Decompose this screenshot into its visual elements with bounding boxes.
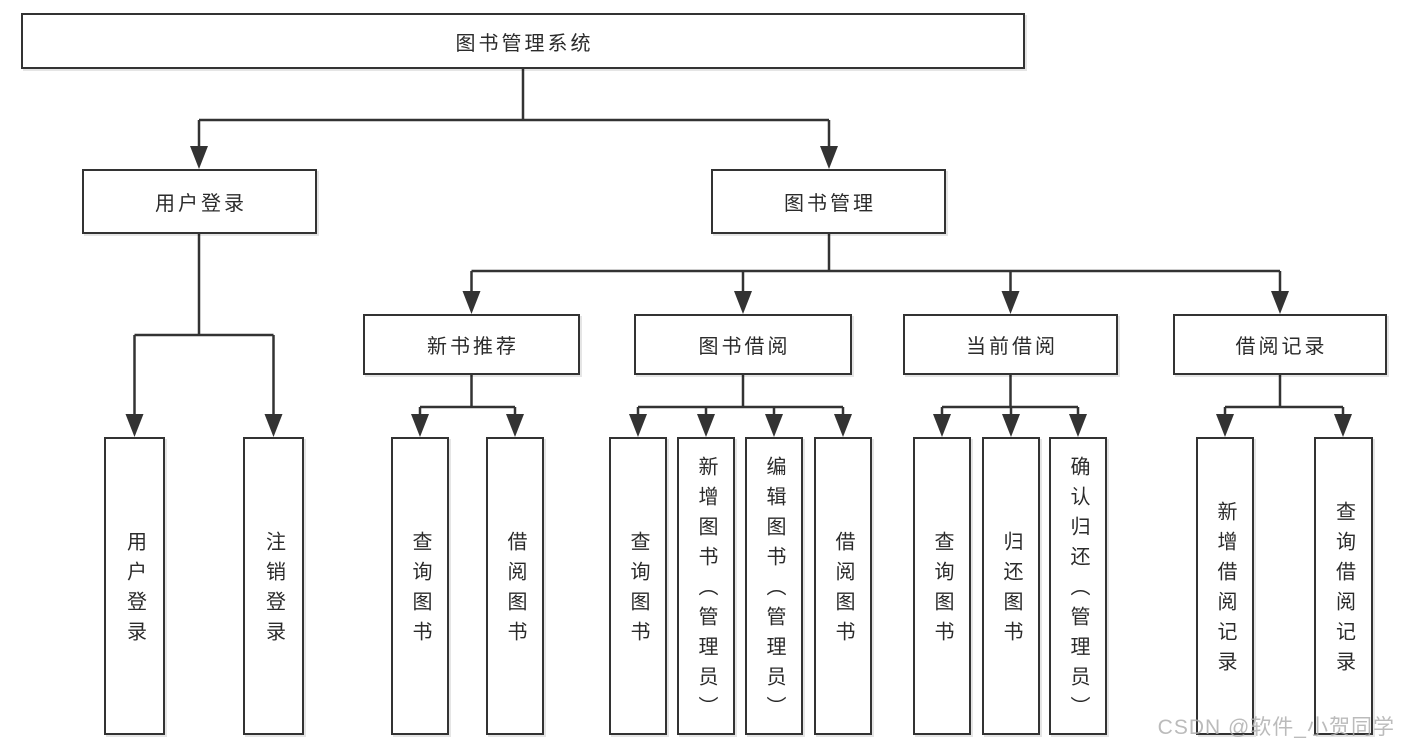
leaf-user-login: 用户登录 [104, 437, 165, 735]
node-root: 图书管理系统 [21, 13, 1025, 69]
leaf-newbooks-borrow: 借阅图书 [486, 437, 544, 735]
csdn-watermark: CSDN @软件_小贺同学 [1157, 716, 1395, 739]
leaf-current-return: 归还图书 [982, 437, 1040, 735]
leaf-records-add: 新增借阅记录 [1196, 437, 1254, 735]
leaf-borrowing-add: 新增图书（管理员） [677, 437, 735, 735]
leaf-newbooks-query: 查询图书 [391, 437, 449, 735]
node-user-login: 用户登录 [82, 169, 317, 234]
node-current-borrow: 当前借阅 [903, 314, 1118, 375]
leaf-current-confirm: 确认归还（管理员） [1049, 437, 1107, 735]
leaf-records-query: 查询借阅记录 [1314, 437, 1373, 735]
node-book-mgmt: 图书管理 [711, 169, 946, 234]
leaf-borrowing-borrow: 借阅图书 [814, 437, 872, 735]
node-book-borrow: 图书借阅 [634, 314, 852, 375]
leaf-borrowing-edit: 编辑图书（管理员） [745, 437, 803, 735]
node-borrow-records: 借阅记录 [1173, 314, 1387, 375]
leaf-logout: 注销登录 [243, 437, 304, 735]
node-new-book-recommend: 新书推荐 [363, 314, 580, 375]
leaf-current-query: 查询图书 [913, 437, 971, 735]
leaf-borrowing-query: 查询图书 [609, 437, 667, 735]
